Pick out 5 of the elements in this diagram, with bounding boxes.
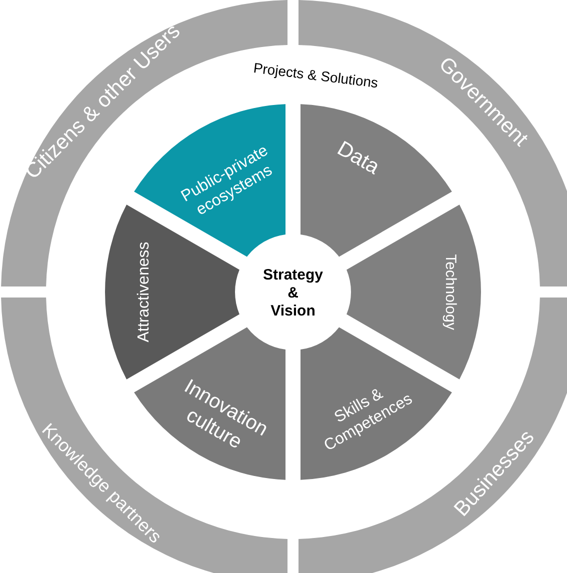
segment-label: Data: [333, 136, 384, 179]
ring-label: Projects & Solutions: [252, 60, 379, 91]
segment-label: Technology: [442, 254, 459, 330]
center-label: Strategy & Vision: [262, 266, 324, 320]
segment-label: Attractiveness: [136, 242, 153, 342]
